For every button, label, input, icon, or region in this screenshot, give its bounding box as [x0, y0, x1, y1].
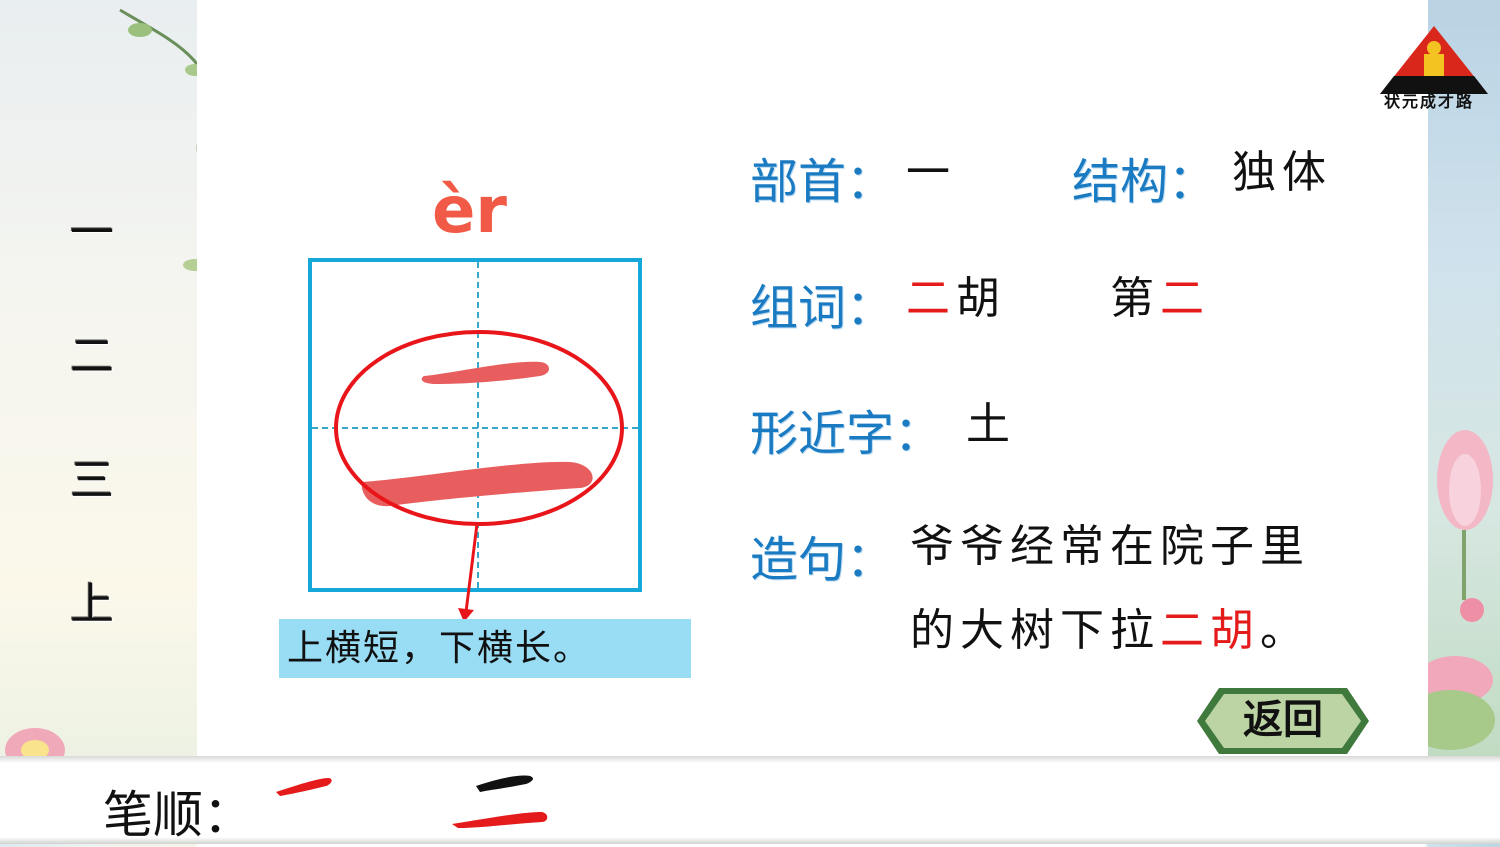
- brand-logo-icon: [1380, 26, 1488, 94]
- brand-logo-text: 状元成才路: [1383, 92, 1474, 111]
- stroke-order-bar: [0, 756, 1500, 844]
- stroke-step-2-first: [476, 775, 533, 792]
- highlight-ellipse: [334, 330, 624, 526]
- similar-char-label: 形近字：: [750, 406, 943, 462]
- stroke-order-steps: [276, 775, 548, 828]
- pinyin: èr: [432, 174, 507, 248]
- structure-value: 独体: [1232, 147, 1332, 198]
- character-strokes-highlight: [334, 330, 624, 622]
- word-item: 第二: [1110, 273, 1210, 324]
- stroke-step-2-second: [452, 812, 548, 828]
- stroke-upper-horizontal: [421, 361, 549, 384]
- structure-label: 结构：: [1072, 154, 1217, 210]
- char-list-item[interactable]: 二: [70, 331, 114, 382]
- left-decor-panel: [0, 0, 197, 844]
- word-item: 二胡: [906, 273, 1006, 324]
- tian-zi-grid: [308, 258, 642, 592]
- stroke-step-1: [276, 778, 332, 796]
- words-label: 组词：: [750, 280, 895, 336]
- radical-value: 一: [906, 147, 956, 198]
- hexagon-button-shape: [1197, 688, 1369, 754]
- back-button-label: 返回: [1243, 696, 1323, 743]
- arrow-head-icon: [458, 608, 474, 622]
- stroke-lower-horizontal: [361, 461, 593, 507]
- radical-label: 部首：: [750, 154, 895, 210]
- back-button[interactable]: 返回: [1195, 686, 1371, 756]
- similar-char-value: 土: [966, 399, 1016, 450]
- sentence-line-2: 的大树下拉二胡。: [910, 605, 1310, 656]
- sentence-label: 造句：: [750, 532, 895, 588]
- lotus-decoration-right: [1410, 430, 1495, 750]
- char-list-item[interactable]: 三: [70, 455, 114, 506]
- stroke-order-label: 笔顺：: [103, 786, 253, 844]
- sentence-line-1: 爷爷经常在院子里: [910, 521, 1310, 572]
- grid-dashed-vertical: [477, 262, 479, 588]
- grid-dashed-horizontal: [312, 427, 638, 429]
- stroke-tip-box: 上横短，下横长。: [279, 619, 691, 678]
- char-list-item[interactable]: 一: [70, 207, 114, 258]
- character-list: 一 二 三 上: [60, 196, 124, 692]
- arrow-line: [464, 523, 479, 613]
- char-list-item[interactable]: 上: [70, 579, 114, 630]
